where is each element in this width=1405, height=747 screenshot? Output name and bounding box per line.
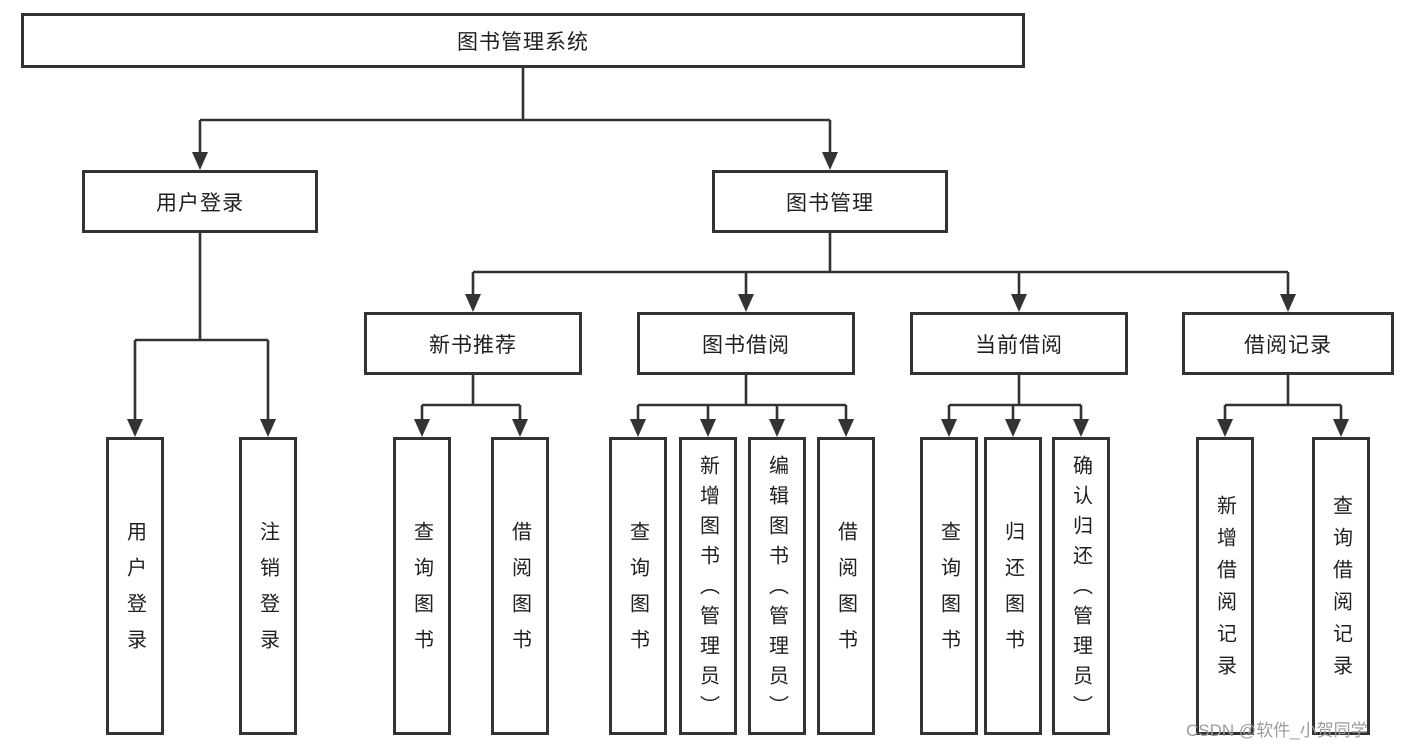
leaf-label: 新增图书（管理员） (696, 455, 719, 725)
node-borrow-records: 借阅记录 (1182, 312, 1394, 375)
leaf-label: 查询借阅记录 (1329, 495, 1352, 687)
node-book-borrow: 图书借阅 (637, 312, 855, 375)
node-new-book-recommend-label: 新书推荐 (429, 333, 517, 357)
leaf-label: 用户登录 (123, 521, 146, 665)
node-current-borrow-label: 当前借阅 (975, 333, 1063, 357)
csdn-watermark: CSDN @软件_小贺同学 (1186, 721, 1368, 740)
leaf-confirm-return-admin: 确认归还（管理员） (1052, 437, 1110, 735)
leaf-label: 新增借阅记录 (1213, 495, 1236, 687)
leaf-query-books-borrow: 查询图书 (609, 437, 667, 735)
connector-root (198, 68, 832, 154)
leaf-user-login: 用户登录 (106, 437, 164, 735)
leaf-borrow-books-newbook: 借阅图书 (491, 437, 549, 735)
connector-book-management (471, 233, 1290, 296)
leaf-edit-books-admin: 编辑图书（管理员） (748, 437, 806, 735)
connector-borrow-records (1223, 375, 1343, 421)
leaf-query-borrow-record: 查询借阅记录 (1312, 437, 1370, 735)
leaf-label: 归还图书 (1001, 521, 1024, 665)
leaf-query-books-newbook: 查询图书 (393, 437, 451, 735)
leaf-label: 查询图书 (410, 521, 433, 665)
leaf-borrow-books: 借阅图书 (817, 437, 875, 735)
leaf-label: 编辑图书（管理员） (765, 455, 788, 725)
node-user-login-label: 用户登录 (156, 191, 244, 215)
node-borrow-records-label: 借阅记录 (1244, 333, 1332, 357)
leaf-add-borrow-record: 新增借阅记录 (1196, 437, 1254, 735)
leaf-logout: 注销登录 (239, 437, 297, 735)
node-book-management: 图书管理 (712, 170, 948, 233)
connector-new-book (420, 375, 522, 421)
leaf-query-books-current: 查询图书 (920, 437, 978, 735)
node-book-management-label: 图书管理 (786, 191, 874, 215)
leaf-label: 注销登录 (256, 521, 279, 665)
leaf-return-books: 归还图书 (984, 437, 1042, 735)
leaf-label: 借阅图书 (834, 521, 857, 665)
connector-user-login (133, 233, 270, 421)
connector-current-borrow (947, 375, 1083, 421)
leaf-label: 借阅图书 (508, 521, 531, 665)
node-new-book-recommend: 新书推荐 (364, 312, 582, 375)
leaf-label: 查询图书 (937, 521, 960, 665)
leaf-label: 查询图书 (626, 521, 649, 665)
arrowheads (127, 152, 1349, 437)
leaf-add-books-admin: 新增图书（管理员） (679, 437, 737, 735)
connector-book-borrow (636, 375, 848, 421)
node-user-login: 用户登录 (82, 170, 318, 233)
node-book-borrow-label: 图书借阅 (702, 333, 790, 357)
node-current-borrow: 当前借阅 (910, 312, 1128, 375)
leaf-label: 确认归还（管理员） (1069, 455, 1092, 725)
node-root: 图书管理系统 (21, 13, 1025, 68)
node-root-label: 图书管理系统 (457, 30, 589, 54)
